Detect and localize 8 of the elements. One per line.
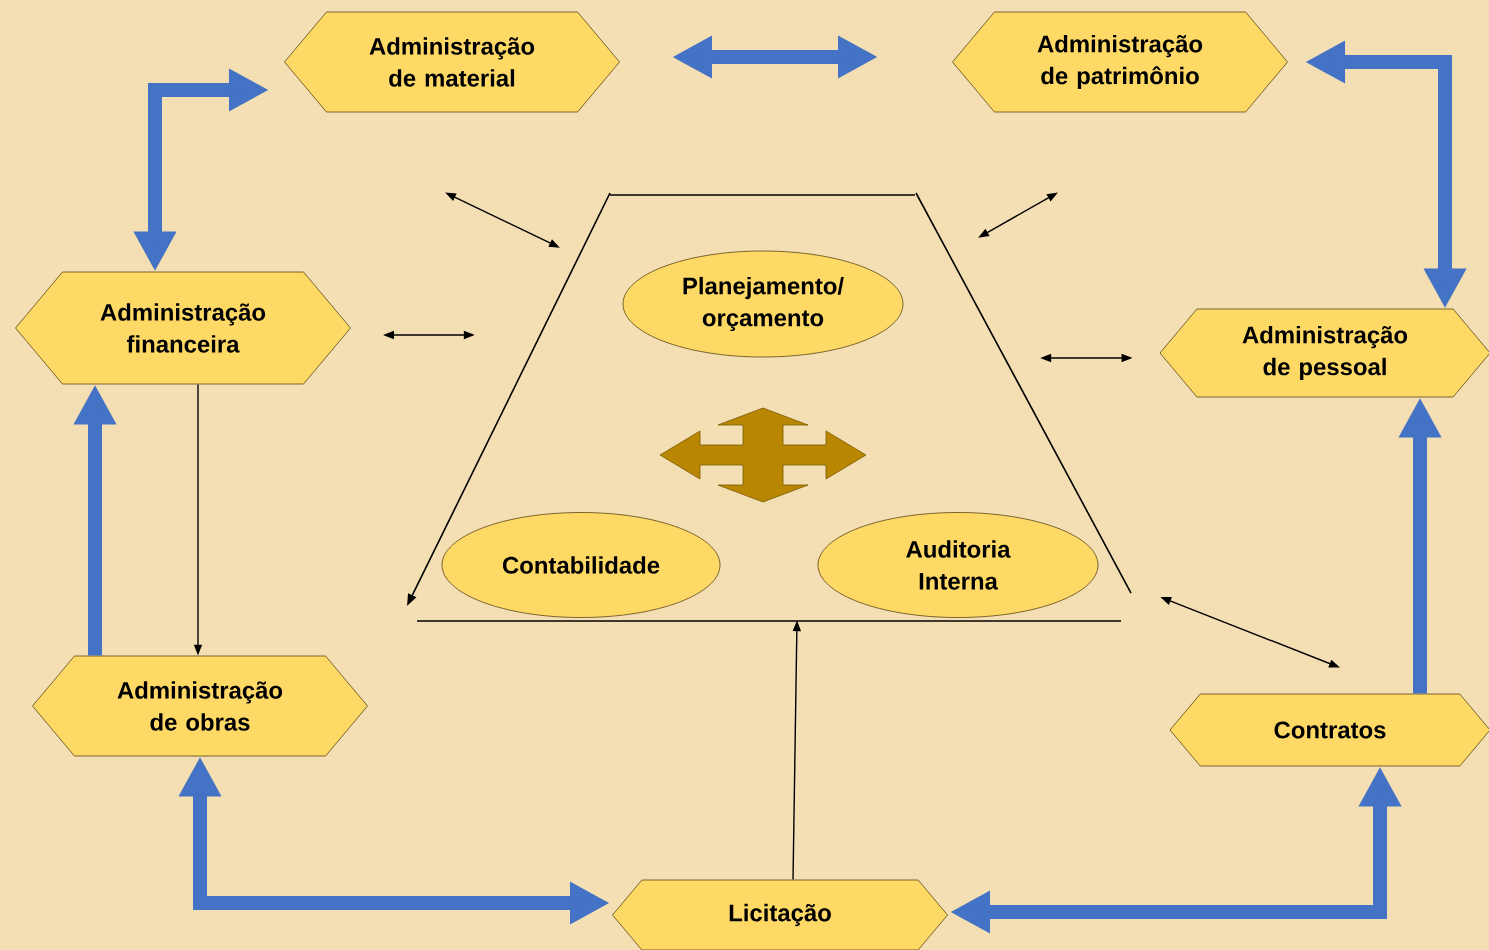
hexagon: Administração financeira xyxy=(15,271,351,385)
hexagon: Licitação xyxy=(612,879,948,950)
hexagon: Contratos xyxy=(1169,693,1489,767)
hexagon: Administração de pessoal xyxy=(1159,308,1489,398)
hexagon: Administração de patrimônio xyxy=(952,11,1288,113)
hexagon: Administração de material xyxy=(284,11,620,113)
trapezoid-frame xyxy=(407,192,1132,622)
hexagon: Administração de obras xyxy=(32,655,368,757)
